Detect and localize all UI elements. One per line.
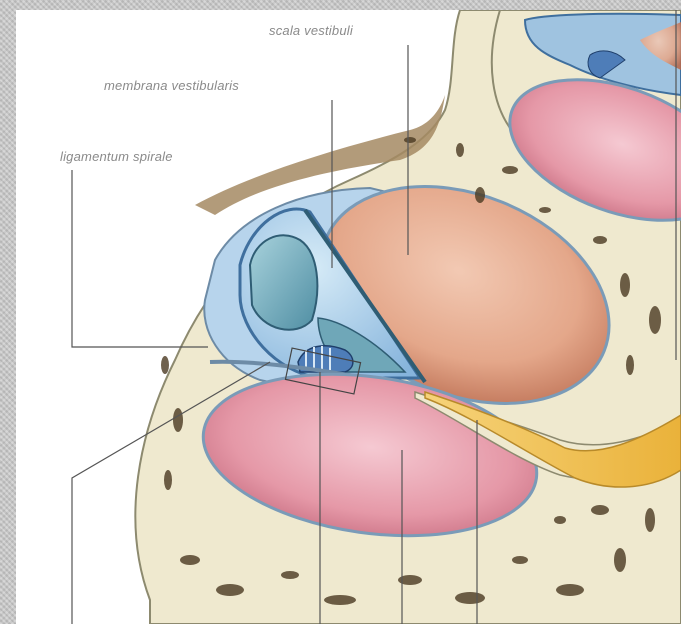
leader-ligamentum-spirale xyxy=(72,170,208,347)
label-ligamentum-spirale: ligamentum spirale xyxy=(60,149,173,164)
illustration-panel: scala vestibuli membrana vestibularis li… xyxy=(16,10,681,624)
cochlea-cross-section xyxy=(16,10,681,624)
label-membrana-vestibularis: membrana vestibularis xyxy=(104,78,239,93)
stria-vascularis xyxy=(250,235,317,329)
label-scala-vestibuli: scala vestibuli xyxy=(269,23,353,38)
